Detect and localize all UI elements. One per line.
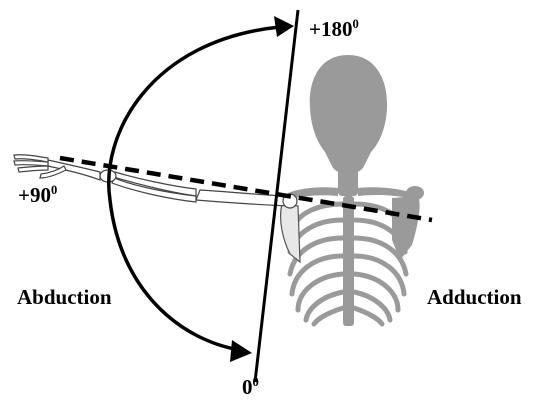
humerus-right xyxy=(406,186,424,200)
plus-180-text: +180 xyxy=(309,17,352,41)
arrowhead-top xyxy=(274,16,294,37)
degree-mark: 0 xyxy=(51,183,57,197)
plus-90-text: +90 xyxy=(18,183,51,207)
plus-180-degree-label: +1800 xyxy=(309,19,359,40)
zero-degree-label: 00 xyxy=(242,377,259,398)
degree-mark: 0 xyxy=(352,17,358,31)
abduction-label: Abduction xyxy=(17,287,112,308)
plus-90-degree-label: +900 xyxy=(18,185,57,206)
degree-mark: 0 xyxy=(253,375,259,389)
zero-text: 0 xyxy=(242,375,253,399)
scapula-left xyxy=(281,204,300,262)
arrowhead-bottom xyxy=(230,340,252,362)
clavicle-right xyxy=(358,187,410,198)
skull-shape xyxy=(310,55,387,174)
neck-vertebrae xyxy=(338,168,358,196)
adduction-label: Adduction xyxy=(427,287,522,308)
